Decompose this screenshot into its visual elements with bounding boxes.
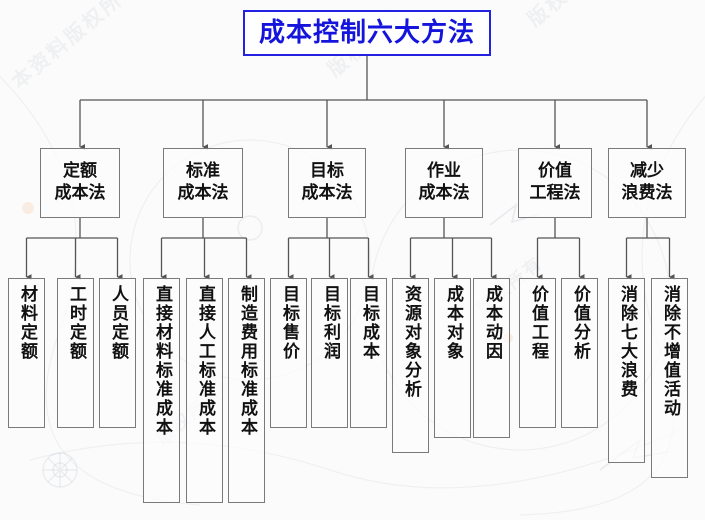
leaf-node-target-profit-label: 目标利润 xyxy=(320,285,340,361)
leaf-node-value-engineering[interactable]: 价值工程 xyxy=(519,278,556,428)
leaf-node-target-selling-price[interactable]: 目标售价 xyxy=(270,278,307,428)
leaf-node-target-cost-label: 目标成本 xyxy=(359,285,379,361)
leaf-node-manhour-quota-label: 工时定额 xyxy=(66,285,86,361)
leaf-node-overhead-standard-cost-label: 制造费用标准成本 xyxy=(237,285,257,437)
leaf-node-personnel-quota-label: 人员定额 xyxy=(108,285,128,361)
leaf-node-target-profit[interactable]: 目标利润 xyxy=(311,278,348,428)
branch-node-activity-based-cost-method-label: 作业 成本法 xyxy=(418,161,470,203)
leaf-node-value-engineering-label: 价值工程 xyxy=(528,285,548,361)
leaf-node-eliminate-non-value-activity-label: 消除不增值活动 xyxy=(660,285,680,418)
branch-node-waste-reduction-method[interactable]: 减少 浪费法 xyxy=(608,148,686,218)
branch-node-activity-based-cost-method[interactable]: 作业 成本法 xyxy=(405,148,483,218)
branch-node-quota-cost-method[interactable]: 定额 成本法 xyxy=(40,148,120,218)
leaf-node-cost-object-label: 成本对象 xyxy=(443,285,463,361)
branch-node-standard-cost-method-label: 标准 成本法 xyxy=(177,161,229,203)
leaf-node-eliminate-non-value-activity[interactable]: 消除不增值活动 xyxy=(651,278,688,478)
branch-node-standard-cost-method[interactable]: 标准 成本法 xyxy=(163,148,243,218)
leaf-node-direct-material-standard-cost[interactable]: 直接材料标准成本 xyxy=(143,278,180,503)
leaf-node-cost-object[interactable]: 成本对象 xyxy=(434,278,471,438)
leaf-node-cost-driver[interactable]: 成本动因 xyxy=(473,278,510,438)
leaf-node-eliminate-seven-wastes-label: 消除七大浪费 xyxy=(617,285,637,399)
leaf-node-cost-driver-label: 成本动因 xyxy=(482,285,502,361)
leaf-node-eliminate-seven-wastes[interactable]: 消除七大浪费 xyxy=(608,278,645,463)
branch-node-target-cost-method[interactable]: 目标 成本法 xyxy=(288,148,366,218)
leaf-node-value-analysis[interactable]: 价值分析 xyxy=(561,278,598,428)
root-node: 成本控制六大方法 xyxy=(243,10,491,56)
leaf-node-material-quota-label: 材料定额 xyxy=(17,285,37,361)
leaf-node-direct-labor-standard-cost[interactable]: 直接人工标准成本 xyxy=(186,278,223,503)
leaf-node-direct-labor-standard-cost-label: 直接人工标准成本 xyxy=(195,285,215,437)
leaf-node-resource-object-analysis-label: 资源对象分析 xyxy=(401,285,421,399)
root-node-label: 成本控制六大方法 xyxy=(258,17,475,48)
leaf-node-manhour-quota[interactable]: 工时定额 xyxy=(57,278,94,428)
branch-node-quota-cost-method-label: 定额 成本法 xyxy=(54,161,106,203)
leaf-node-overhead-standard-cost[interactable]: 制造费用标准成本 xyxy=(228,278,265,503)
leaf-node-personnel-quota[interactable]: 人员定额 xyxy=(99,278,136,428)
watermark-text: 本资料版权所有 xyxy=(6,0,146,94)
leaf-node-value-analysis-label: 价值分析 xyxy=(570,285,590,361)
branch-node-waste-reduction-method-label: 减少 浪费法 xyxy=(621,161,673,203)
watermark-text: 版权所有 xyxy=(520,0,609,32)
branch-node-value-engineering-method[interactable]: 价值 工程法 xyxy=(518,148,592,218)
branch-node-target-cost-method-label: 目标 成本法 xyxy=(301,161,353,203)
branch-node-value-engineering-method-label: 价值 工程法 xyxy=(529,161,581,203)
leaf-node-target-selling-price-label: 目标售价 xyxy=(279,285,299,361)
leaf-node-material-quota[interactable]: 材料定额 xyxy=(8,278,45,428)
leaf-node-target-cost[interactable]: 目标成本 xyxy=(350,278,387,428)
leaf-node-resource-object-analysis[interactable]: 资源对象分析 xyxy=(392,278,429,453)
leaf-node-direct-material-standard-cost-label: 直接材料标准成本 xyxy=(152,285,172,437)
